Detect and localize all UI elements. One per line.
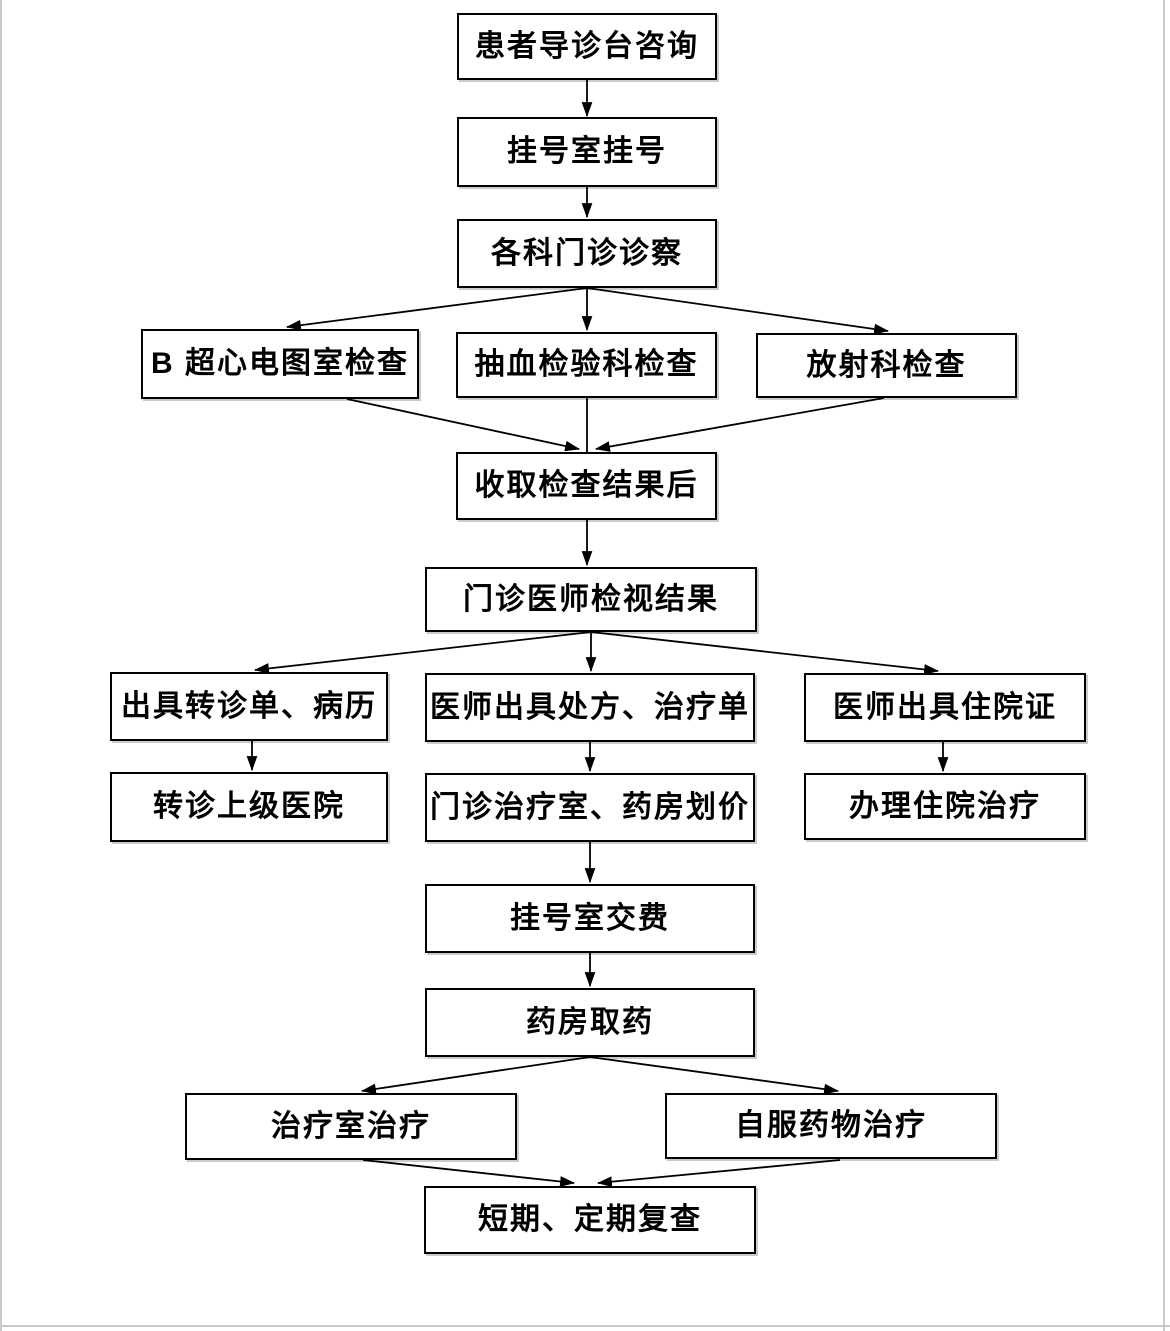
flow-arrow [590, 631, 940, 675]
flow-node-consult: 患者导诊台咨询 [457, 13, 717, 80]
flow-arrow [362, 1159, 576, 1187]
flow-node-label: 治疗室治疗 [271, 1109, 431, 1143]
flow-node-label: 各科门诊诊察 [491, 236, 683, 270]
flow-node-label: 出具转诊单、病历 [121, 689, 377, 723]
page-edge-bottom [0, 1325, 1170, 1327]
flow-node-ultrasound-ecg: B 超心电图室检查 [141, 329, 419, 399]
flow-node-blood-lab: 抽血检验科检查 [456, 332, 717, 398]
flow-node-prescription: 医师出具处方、治疗单 [425, 673, 755, 742]
flow-node-label: 挂号室挂号 [507, 135, 667, 168]
flow-node-label: B 超心电图室检查 [151, 347, 409, 380]
flow-arrow [285, 287, 588, 331]
flow-node-label: 医师出具住院证 [833, 690, 1057, 724]
flow-node-label: 转诊上级医院 [153, 790, 345, 823]
flow-node-admission: 办理住院治疗 [804, 773, 1086, 840]
flow-node-followup: 短期、定期复查 [424, 1186, 756, 1254]
flow-arrow [589, 1056, 840, 1095]
flow-arrow [360, 1056, 591, 1095]
flow-node-self-medication: 自服药物治疗 [665, 1093, 997, 1159]
flow-arrow [253, 631, 592, 674]
flow-node-radiology: 放射科检查 [756, 333, 1017, 398]
flow-node-label: 自服药物治疗 [735, 1109, 927, 1142]
flow-node-clinic-exam: 各科门诊诊察 [457, 219, 717, 288]
flow-node-register: 挂号室挂号 [457, 117, 717, 187]
flow-arrow [594, 397, 885, 452]
flow-node-doctor-review: 门诊医师检视结果 [425, 567, 757, 632]
flow-node-label: 挂号室交费 [510, 901, 670, 935]
page-edge-right [1163, 0, 1165, 1331]
flow-node-pharmacy: 药房取药 [425, 988, 755, 1057]
flow-node-label: 门诊治疗室、药房划价 [430, 790, 750, 824]
flow-node-label: 收取检查结果后 [474, 469, 699, 502]
flow-arrow [346, 398, 581, 452]
flow-node-referral-doc: 出具转诊单、病历 [110, 672, 388, 741]
page-edge-left [0, 0, 2, 1331]
flow-node-treatment-room: 治疗室治疗 [185, 1093, 517, 1160]
flow-arrow [596, 1159, 841, 1188]
flow-node-transfer-up: 转诊上级医院 [110, 772, 388, 842]
flow-node-label: 办理住院治疗 [849, 789, 1041, 823]
flow-node-label: 放射科检查 [806, 348, 967, 382]
flow-node-label: 药房取药 [526, 1005, 654, 1039]
flow-node-pricing: 门诊治疗室、药房划价 [425, 773, 755, 842]
flow-node-label: 医师出具处方、治疗单 [430, 690, 750, 724]
flow-node-collect-results: 收取检查结果后 [456, 452, 717, 520]
flow-node-label: 患者导诊台咨询 [475, 29, 699, 63]
flow-node-label: 抽血检验科检查 [474, 348, 699, 381]
flow-node-payment: 挂号室交费 [425, 884, 755, 953]
flow-node-label: 门诊医师检视结果 [463, 582, 719, 616]
flow-node-label: 短期、定期复查 [478, 1203, 702, 1236]
flow-node-admission-cert: 医师出具住院证 [804, 673, 1086, 742]
flow-arrow [586, 287, 890, 335]
